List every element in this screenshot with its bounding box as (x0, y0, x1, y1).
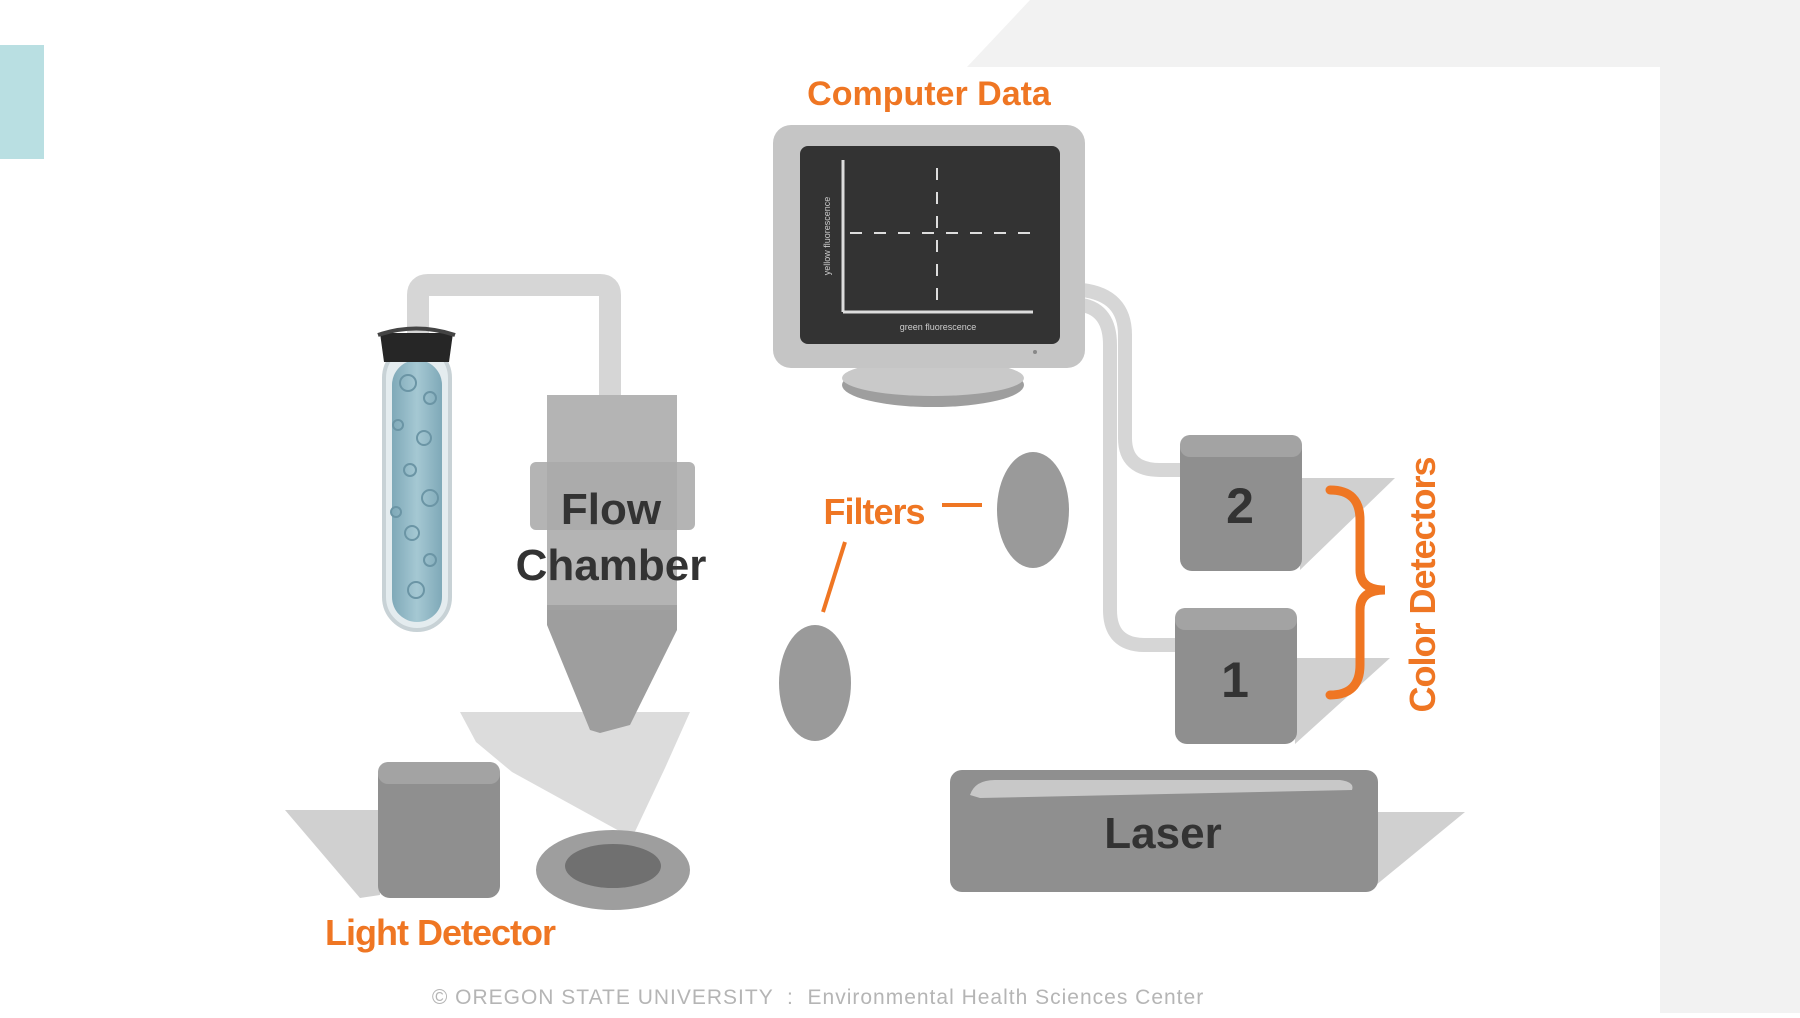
copyright-footer: © OREGON STATE UNIVERSITY : Environmenta… (432, 986, 1204, 1009)
background-gray-panel (967, 0, 1800, 1013)
color-detector-1: 1 (1175, 608, 1390, 744)
filter-upper (997, 452, 1069, 568)
flow-chamber-label-line1: Flow (561, 485, 662, 534)
color-detector-1-number: 1 (1221, 652, 1249, 708)
laser: Laser (950, 770, 1465, 892)
sample-tubing (407, 274, 621, 411)
light-detector (285, 762, 690, 910)
filter-lower (779, 625, 851, 741)
flow-chamber: Flow Chamber (460, 395, 706, 838)
test-tube (377, 326, 456, 632)
color-detector-2: 2 (1180, 435, 1395, 571)
color-detectors-label: Color Detectors (1402, 457, 1443, 712)
filter-pointer-lower (821, 541, 847, 613)
light-detector-label: Light Detector (325, 912, 556, 953)
monitor-cable-2 (1080, 283, 1182, 477)
computer-monitor: yellow fluorescence green fluorescence (773, 125, 1182, 652)
corner-teal-block (0, 45, 44, 159)
color-detectors-brace (1325, 485, 1386, 700)
monitor-plot (841, 160, 1033, 314)
monitor-y-axis-label: yellow fluorescence (822, 197, 832, 276)
monitor-cable-1 (1080, 298, 1178, 652)
laser-label: Laser (1104, 809, 1221, 858)
monitor-x-axis-label: green fluorescence (900, 322, 977, 332)
color-detector-2-number: 2 (1226, 478, 1254, 534)
computer-data-label: Computer Data (807, 75, 1052, 113)
filters-label: Filters (823, 491, 924, 532)
flow-chamber-label-line2: Chamber (516, 541, 707, 590)
